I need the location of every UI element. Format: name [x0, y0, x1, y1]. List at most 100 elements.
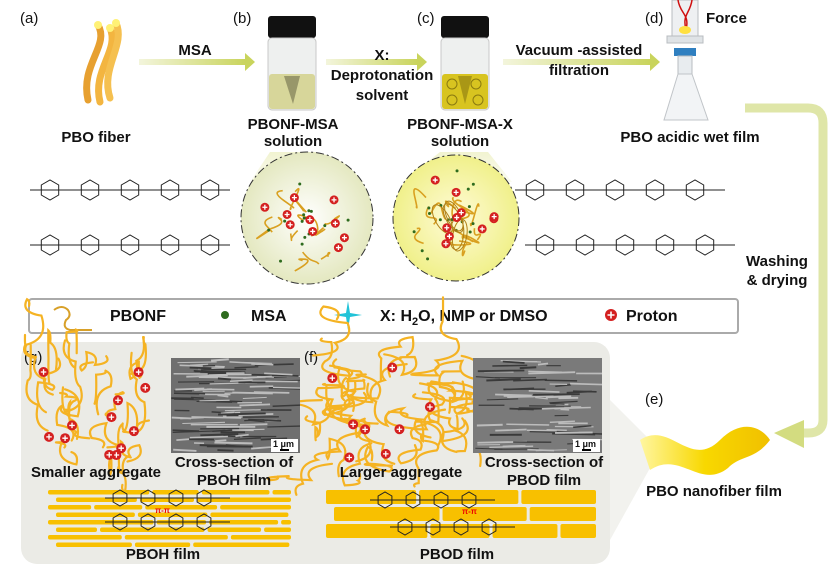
benzene-ring-icon: [196, 489, 212, 507]
washing-label-line1: Washing: [746, 253, 808, 270]
sem-streak: [199, 399, 230, 402]
sem-streak: [573, 425, 592, 429]
sem-streak: [549, 400, 578, 404]
nanofiber-layer: [209, 520, 279, 525]
benzene-ring-icon: [645, 179, 665, 201]
proton-plus-icon: [115, 397, 121, 404]
pbonf-strand: [336, 363, 408, 404]
sem-streak: [500, 360, 541, 363]
proton-plus-icon: [389, 364, 396, 371]
pbo-fiber-icon: [83, 19, 122, 106]
sem-streak: [569, 382, 603, 386]
proton-plus-icon: [284, 212, 290, 217]
sem-streak: [546, 429, 567, 431]
deprotonation-arrow-head: [417, 53, 427, 71]
proton-plus-icon: [262, 204, 268, 210]
msa-dot: [300, 242, 304, 246]
pbonf-strand: [304, 415, 322, 442]
panel-c-tag: (c): [417, 10, 435, 27]
proton-plus-icon: [446, 233, 452, 239]
sem-streak: [475, 376, 500, 379]
sem-streak: [503, 387, 535, 391]
filtration-label-line1: Vacuum -assisted: [516, 42, 643, 59]
pbonf-msa-x-vial: [440, 16, 490, 111]
pbonf-strand: [413, 439, 440, 488]
pbonf-strand: [320, 251, 331, 260]
sem-streak: [172, 430, 213, 433]
benzene-ring-icon: [461, 491, 477, 509]
sem-streak: [527, 448, 555, 452]
pbonf-msa-label-line1: PBONF-MSA: [248, 116, 339, 133]
msa-dot: [302, 213, 306, 217]
panel-d-tag: (d): [645, 10, 663, 27]
legend-pbonf: PBONF: [110, 308, 166, 325]
pbonf-strand: [294, 431, 366, 496]
nanofiber-layer: [94, 505, 143, 510]
sem-streak: [198, 376, 247, 379]
sem-streak: [212, 429, 233, 433]
sem-streak: [233, 437, 261, 441]
proton-plus-icon: [310, 228, 316, 234]
sem-streak: [171, 416, 192, 420]
pbonf-strand: [425, 206, 438, 225]
pbonf-strand: [104, 391, 125, 418]
pbonf-strand: [473, 228, 482, 241]
proton-plus-icon: [332, 220, 338, 226]
benzene-ring-icon: [112, 513, 128, 531]
proton-plus-icon: [350, 421, 356, 428]
sem-streak: [191, 416, 242, 419]
pbonf-strand: [332, 358, 363, 399]
pbonf-strand: [461, 242, 468, 257]
pbonf-strand: [61, 386, 91, 440]
benzene-ring-icon: [160, 179, 180, 201]
pbonf-strand: [440, 417, 468, 454]
benzene-ring-icon: [453, 518, 469, 536]
pbonf-strand: [276, 189, 295, 209]
pbonf-strand: [88, 421, 123, 449]
nanofiber-layer: [139, 497, 194, 502]
sem-streak: [272, 404, 301, 407]
benzene-ring-icon: [695, 234, 715, 256]
pbonf-msa-vial: [267, 16, 317, 111]
smaller-aggregate-label: Smaller aggregate: [31, 464, 161, 481]
sem-streak: [477, 369, 525, 373]
msa-dot: [302, 216, 306, 220]
sem-streak: [549, 420, 575, 423]
sem-streak: [200, 433, 239, 437]
pbonf-msa-label-line2: solution: [264, 133, 322, 150]
pbonf-strand: [24, 297, 45, 359]
solvent-x-legend-icon: [334, 301, 362, 330]
panel-b-tag: (b): [233, 10, 251, 27]
sem-streak: [519, 366, 537, 370]
pbonf-strand: [321, 392, 356, 417]
msa-arrow-head: [245, 53, 255, 71]
panel-f-tag: (f): [304, 349, 318, 366]
pbonf-strand: [266, 462, 334, 482]
sem-streak: [174, 392, 206, 395]
msa-legend-icon: [221, 311, 229, 319]
msa-dot: [309, 209, 313, 213]
filtration-label-line2: filtration: [549, 62, 609, 79]
proton-plus-icon: [396, 426, 403, 433]
pbonf-strand: [383, 353, 418, 378]
pbod-pi-pi-label: π-π: [462, 507, 477, 516]
benzene-ring-icon: [168, 513, 184, 531]
pboh-scale-bar: [280, 449, 289, 451]
nanofiber-layer: [48, 490, 150, 495]
proton-plus-icon: [291, 195, 297, 201]
legend-msa: MSA: [251, 308, 287, 325]
pboh-cross-section-line1: Cross-section of: [175, 454, 294, 471]
proton-plus-icon: [444, 225, 450, 231]
nanofiber-layer: [193, 542, 290, 547]
pbonf-strand: [319, 337, 354, 378]
pbo-acidic-wet-film-label: PBO acidic wet film: [620, 129, 759, 146]
benzene-ring-icon: [200, 179, 220, 201]
msa-dot: [468, 230, 472, 234]
pbonf-msa-x-label-line2: solution: [431, 133, 489, 150]
sem-streak: [272, 386, 301, 389]
nanofiber-layer: [334, 507, 440, 521]
pbod-cross-section-line1: Cross-section of: [485, 454, 604, 471]
benzene-ring-icon: [112, 489, 128, 507]
legend-box: [28, 298, 739, 334]
proton-plus-icon: [346, 454, 353, 461]
